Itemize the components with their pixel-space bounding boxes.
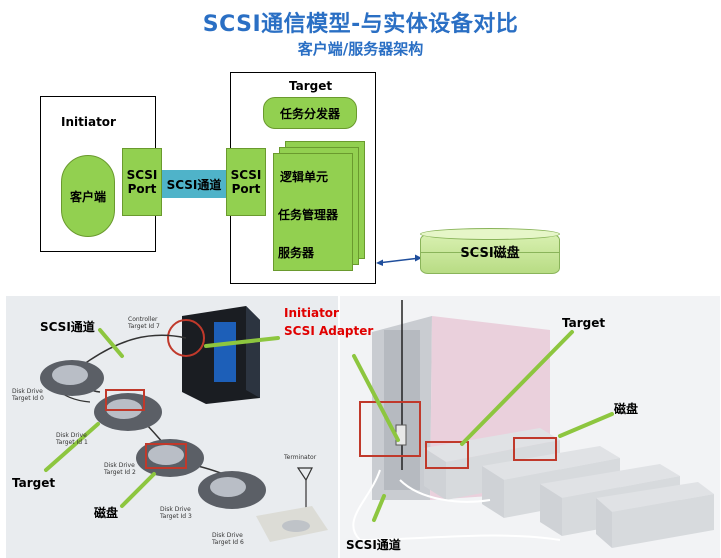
drive0-small-label: Disk Drive Target Id 0 — [12, 388, 44, 402]
initiator-label: Initiator — [61, 115, 116, 129]
disk-right-label: 磁盘 — [614, 402, 639, 416]
disk-top — [420, 228, 560, 240]
target-left-label: Target — [12, 476, 56, 490]
drive6-small-label: Disk Drive Target Id 6 — [212, 532, 244, 546]
logic-stack-front: 逻辑单元 任务管理器 服务器 — [273, 153, 353, 271]
enclosure-4 — [596, 482, 714, 548]
hard-drive-1 — [94, 393, 162, 431]
logic-unit-label: 逻辑单元 — [280, 170, 329, 184]
client-label: 客户端 — [69, 189, 106, 204]
disk-link-arrow — [377, 257, 421, 264]
hard-drive-3 — [198, 471, 266, 509]
drive2-small-label: Disk Drive Target Id 2 — [104, 462, 136, 476]
task-manager-label: 任务管理器 — [278, 208, 339, 222]
drive3-small-label: Disk Drive Target Id 3 — [160, 506, 192, 520]
target-right-label: Target — [562, 316, 606, 330]
page-title: SCSI通信模型-与实体设备对比 — [202, 12, 519, 37]
controller-small-label: Controller Target Id 7 — [128, 316, 160, 330]
scsi-disk: SCSI磁盘 — [420, 228, 560, 276]
scsi-port-right: SCSI Port — [226, 148, 266, 216]
scsi-channel-bar: SCSI通道 — [162, 170, 226, 198]
client-ellipse: 客户端 — [61, 155, 115, 237]
target-label: Target — [289, 79, 333, 93]
disk-body — [420, 234, 560, 274]
disk-left-label: 磁盘 — [94, 506, 119, 520]
scsi-port-right-label: SCSI Port — [230, 168, 262, 196]
drive1-small-label: Disk Drive Target Id 1 — [56, 432, 88, 446]
initiator-box: Initiator 客户端 — [40, 96, 156, 252]
disk-mid-line — [420, 252, 560, 253]
terminator-small-label: Terminator — [284, 454, 317, 461]
scsi-channel-top-label: SCSI通道 — [40, 320, 95, 334]
scsi-channel-bottom-label: SCSI通道 — [346, 538, 401, 552]
initiator-adapter-label-1: Initiator — [284, 306, 339, 320]
initiator-adapter-label-2: SCSI Adapter — [284, 324, 374, 338]
scsi-port-left: SCSI Port — [122, 148, 162, 216]
scsi-port-left-label: SCSI Port — [126, 168, 158, 196]
disk-label: SCSI磁盘 — [460, 246, 520, 261]
scsi-channel-label: SCSI通道 — [166, 177, 222, 192]
dispatcher-label: 任务分发器 — [279, 106, 340, 121]
dispatcher-box: 任务分发器 — [263, 97, 357, 129]
hard-drive-0 — [40, 360, 104, 396]
server-label: 服务器 — [278, 246, 315, 260]
page-subtitle: 客户端/服务器架构 — [297, 40, 424, 58]
